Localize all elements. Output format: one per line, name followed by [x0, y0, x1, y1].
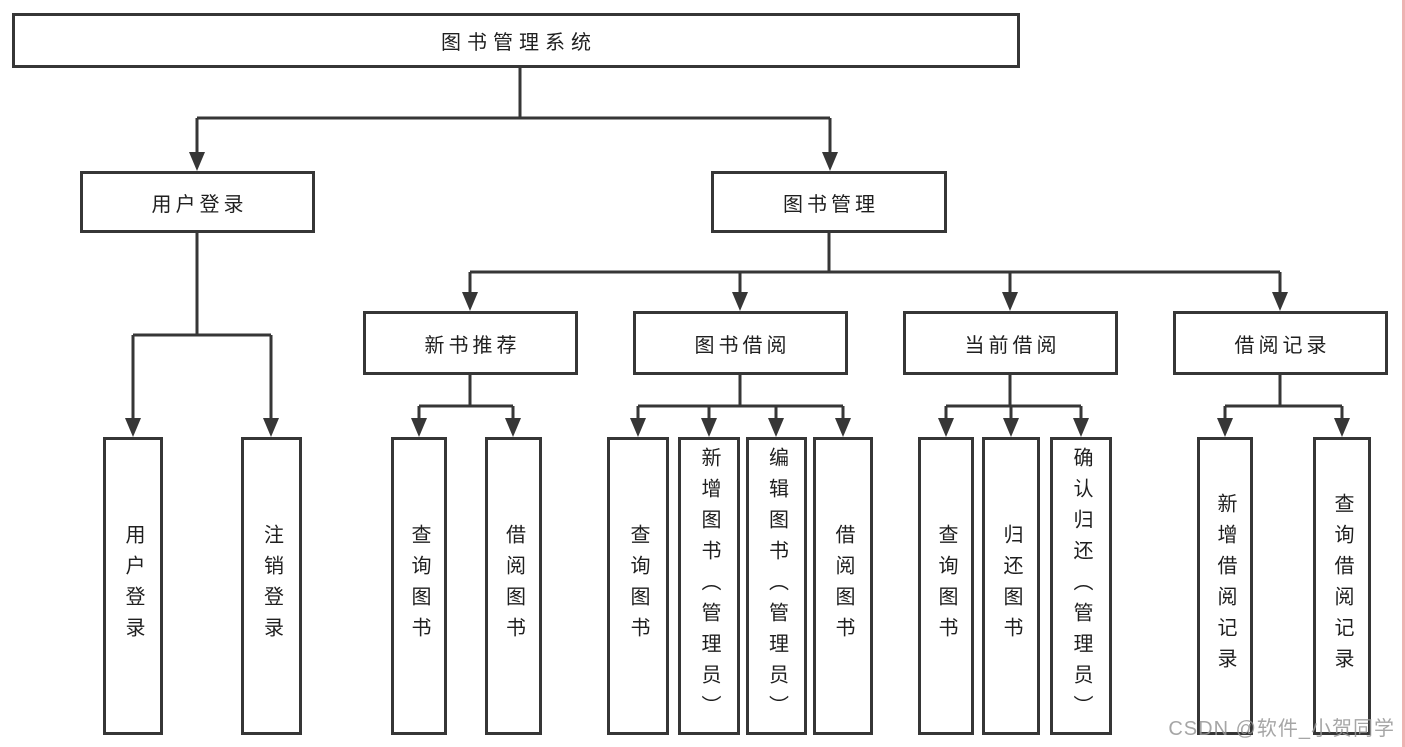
- leaf-borrow-books-recommend: 借阅图书: [485, 437, 542, 735]
- node-label: 用户登录: [122, 524, 144, 648]
- node-label: 新书推荐: [424, 334, 521, 357]
- leaf-query-borrow-record: 查询借阅记录: [1313, 437, 1371, 735]
- node-label: 确认归还（管理员）: [1070, 446, 1092, 726]
- node-label: 查询图书: [408, 524, 430, 648]
- leaf-confirm-return-admin: 确认归还（管理员）: [1050, 437, 1112, 735]
- node-label: 新增图书（管理员）: [698, 446, 720, 726]
- node-label: 查询借阅记录: [1331, 493, 1353, 679]
- node-label: 新增借阅记录: [1214, 493, 1236, 679]
- leaf-return-books: 归还图书: [982, 437, 1040, 735]
- node-label: 注销登录: [260, 524, 283, 648]
- node-label: 借阅图书: [832, 524, 854, 648]
- node-label: 图书管理: [783, 193, 879, 216]
- node-book-borrowing: 图书借阅: [633, 311, 848, 375]
- leaf-edit-books-admin: 编辑图书（管理员）: [746, 437, 807, 735]
- node-label: 图书管理系统: [441, 32, 597, 54]
- node-new-book-recommendation: 新书推荐: [363, 311, 578, 375]
- leaf-query-books-recommend: 查询图书: [391, 437, 447, 735]
- node-label: 当前借阅: [964, 334, 1061, 357]
- node-label: 查询图书: [935, 524, 957, 648]
- node-label: 归还图书: [1000, 524, 1022, 648]
- node-current-borrowing: 当前借阅: [903, 311, 1118, 375]
- node-user-login: 用户登录: [80, 171, 315, 233]
- node-label: 借阅记录: [1234, 334, 1331, 357]
- right-edge-tint: [1402, 0, 1405, 747]
- node-label: 借阅图书: [502, 524, 525, 648]
- csdn-watermark: CSDN @软件_小贺同学: [1168, 718, 1395, 740]
- node-label: 用户登录: [151, 193, 248, 216]
- node-borrowing-records: 借阅记录: [1173, 311, 1388, 375]
- node-library-management-system: 图书管理系统: [12, 13, 1020, 68]
- leaf-query-books-current: 查询图书: [918, 437, 974, 735]
- leaf-add-books-admin: 新增图书（管理员）: [678, 437, 740, 735]
- leaf-add-borrow-record: 新增借阅记录: [1197, 437, 1253, 735]
- leaf-user-login: 用户登录: [103, 437, 163, 735]
- leaf-borrow-books-borrowing: 借阅图书: [813, 437, 873, 735]
- leaf-logout: 注销登录: [241, 437, 302, 735]
- node-label: 图书借阅: [694, 334, 791, 357]
- node-label: 编辑图书（管理员）: [765, 446, 788, 726]
- node-label: 查询图书: [627, 524, 649, 648]
- node-book-management: 图书管理: [711, 171, 947, 233]
- leaf-query-books-borrowing: 查询图书: [607, 437, 669, 735]
